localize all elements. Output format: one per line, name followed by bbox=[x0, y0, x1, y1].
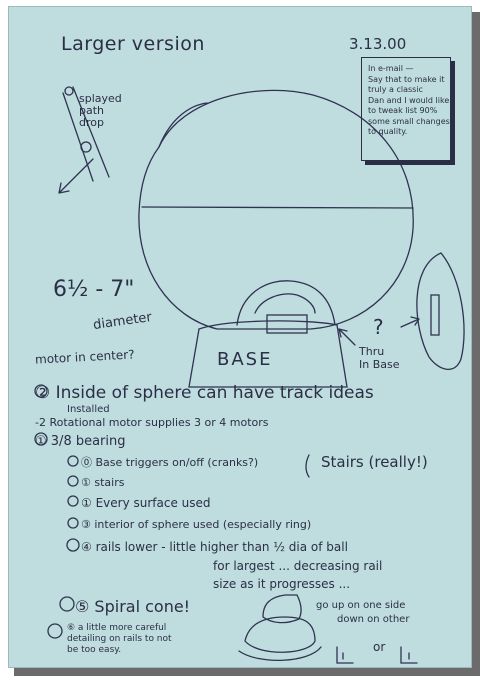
side-arrow bbox=[400, 316, 420, 328]
list-item: ② Inside of sphere can have track ideas bbox=[35, 383, 374, 403]
splay-rail-right bbox=[72, 86, 110, 178]
sphere-lobe bbox=[158, 102, 208, 148]
email-note-text: In e-mail — Say that to make it truly a … bbox=[368, 64, 450, 136]
list-item: ⓪ Base triggers on/off (cranks?) bbox=[81, 456, 259, 469]
splay-ball-top bbox=[64, 86, 74, 96]
cone-coil bbox=[238, 646, 322, 661]
base-outline bbox=[188, 324, 348, 388]
list-item: ⑥ a little more careful detailing on rai… bbox=[67, 623, 172, 655]
cone-sketch-2 bbox=[244, 616, 316, 653]
list-item: for largest ... decreasing rail bbox=[213, 559, 383, 573]
side-sketch bbox=[416, 252, 465, 370]
splay-label: splayed path drop bbox=[79, 92, 122, 129]
base-dome bbox=[236, 280, 336, 326]
list-item: ③ interior of sphere used (especially ri… bbox=[81, 518, 312, 531]
sketch-drawing bbox=[34, 86, 465, 664]
list-item: ① stairs bbox=[81, 476, 125, 489]
email-note-box: In e-mail — Say that to make it truly a … bbox=[361, 57, 451, 161]
list-item: go up on one side bbox=[316, 600, 406, 611]
base-top-curve bbox=[198, 320, 338, 330]
list-item: or bbox=[373, 640, 386, 654]
list-item: size as it progresses ... bbox=[213, 577, 351, 591]
list-item: ④ rails lower - little higher than ½ dia… bbox=[81, 540, 348, 554]
sphere-equator bbox=[141, 206, 414, 209]
question-mark: ? bbox=[373, 315, 384, 339]
base-label: BASE bbox=[217, 349, 273, 370]
list-item: ① 3/8 bearing bbox=[35, 434, 126, 449]
sketch-page: Larger version 3.13.00 splayed path drop… bbox=[8, 6, 472, 668]
figure-b bbox=[400, 646, 418, 664]
diameter-value: 6½ - 7" bbox=[53, 277, 135, 302]
sketch-date: 3.13.00 bbox=[349, 35, 407, 53]
side-slot bbox=[430, 294, 440, 336]
splay-arrow bbox=[58, 158, 94, 194]
list-item: -2 Rotational motor supplies 3 or 4 moto… bbox=[35, 416, 269, 429]
sphere-outline bbox=[138, 89, 414, 330]
list-item: down on other bbox=[337, 614, 410, 625]
cone-sketch bbox=[262, 594, 302, 624]
list-item: Installed bbox=[67, 404, 110, 415]
base-plate bbox=[266, 314, 308, 334]
list-item: Stairs (really!) bbox=[321, 453, 428, 471]
splay-rail-left bbox=[62, 92, 94, 182]
base-dome-inner bbox=[254, 293, 316, 314]
splay-ball-low bbox=[80, 141, 92, 153]
thru-arrow bbox=[338, 328, 356, 346]
list-item: ⑤ Spiral cone! bbox=[75, 597, 191, 616]
thru-base-label: Thru In Base bbox=[359, 345, 400, 371]
list-item: ① Every surface used bbox=[81, 496, 211, 510]
page-title: Larger version bbox=[61, 33, 205, 55]
figure-a bbox=[336, 646, 354, 664]
